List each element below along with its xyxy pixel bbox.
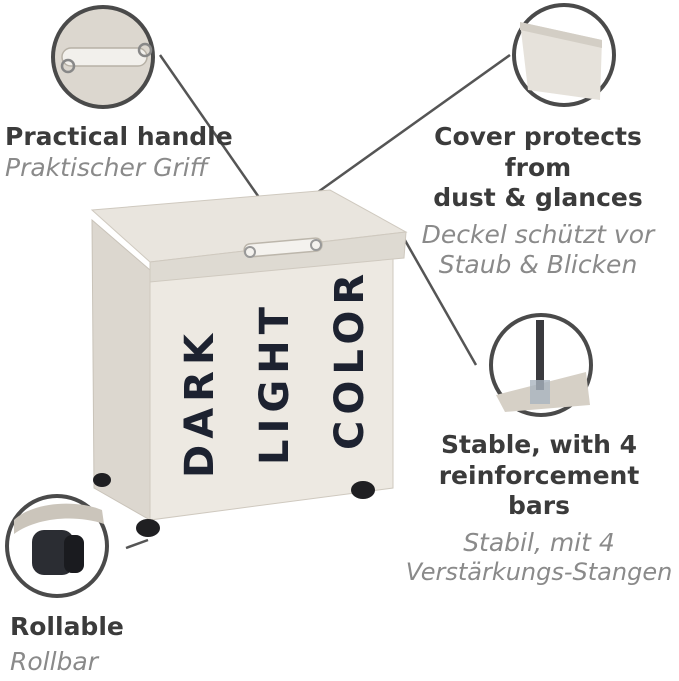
cover-subtitle-line1: Deckel schützt vor (421, 219, 655, 249)
cover-pointer-line (317, 53, 511, 194)
stable-pointer-line (400, 234, 478, 366)
detail-circle-stable (489, 313, 593, 417)
rollable-callout: Rollable Rollbar (10, 612, 170, 677)
reinforcement-bar-icon (536, 320, 544, 390)
stable-callout: Stable, with 4 reinforcement bars Stabil… (405, 430, 673, 587)
laundry-hamper: DARK LIGHT COLOR (90, 189, 408, 537)
rollable-subtitle: Rollbar (10, 646, 99, 676)
grommet-icon (310, 239, 322, 251)
handle-callout: Practical handle Praktischer Griff (5, 122, 235, 183)
rollable-title: Rollable (10, 612, 124, 641)
wheel-icon (136, 519, 160, 537)
detail-circle-wheel (5, 494, 109, 598)
stable-subtitle-line1: Stabil, mit 4 (463, 527, 615, 557)
compartment-label-light: LIGHT (252, 301, 298, 465)
wheel-icon (93, 473, 111, 487)
grommet-icon (244, 246, 256, 258)
cover-title-line2: dust & glances (433, 183, 643, 212)
handle-closeup-icon (61, 47, 148, 67)
cover-callout: Cover protects from dust & glances Decke… (404, 122, 672, 281)
compartment-label-color: COLOR (327, 268, 373, 450)
cover-subtitle-line2: Staub & Blicken (438, 250, 638, 279)
detail-circle-handle (51, 5, 155, 109)
wheel-icon (351, 481, 375, 499)
stable-subtitle-line2: Verstärkungs-Stangen (405, 558, 673, 586)
rollable-pointer-line (125, 538, 149, 550)
cover-title-line1: Cover protects from (434, 122, 642, 182)
caster-wheel-icon (32, 530, 74, 575)
stable-title-line1: Stable, with 4 (441, 430, 637, 459)
stable-title-line2: reinforcement bars (438, 460, 640, 521)
detail-circle-cover (512, 3, 616, 107)
compartment-label-dark: DARK (177, 328, 223, 478)
handle-title: Practical handle (5, 122, 233, 151)
handle-subtitle: Praktischer Griff (5, 152, 208, 182)
